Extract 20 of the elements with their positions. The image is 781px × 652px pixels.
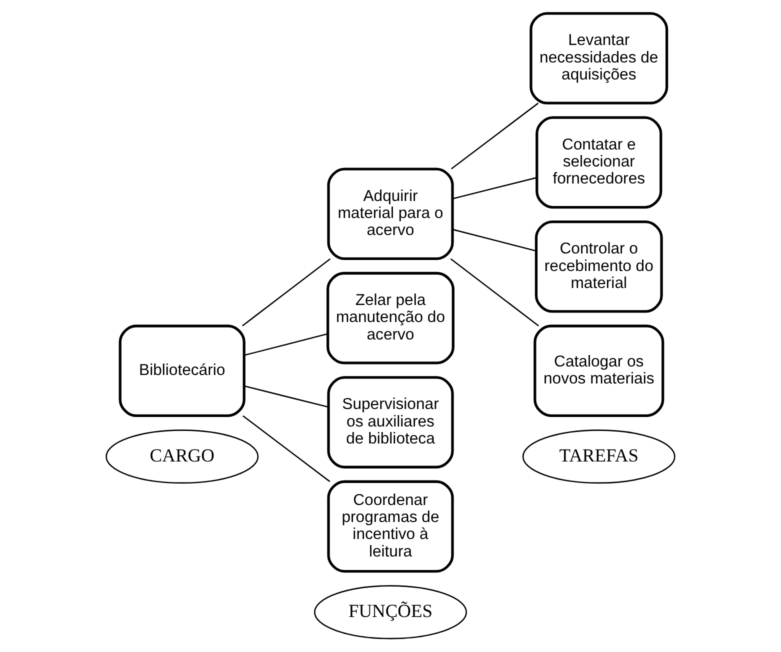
node-box: Adquirir material para o acervo [327,168,454,260]
node-ellipse: FUNÇÕES [314,585,467,640]
connector [450,258,539,326]
connector [452,228,536,252]
connector [452,177,537,200]
node-ellipse: CARGO [106,430,259,484]
connector [450,102,539,170]
connector [244,386,328,408]
node-ellipse: TAREFAS [522,430,676,484]
connector [242,415,330,482]
node-box: Bibliotecário [118,324,246,417]
node-box: Supervisionar os auxiliares de biblioteca [327,376,454,468]
node-box: Levantar necessidades de aquisições [530,12,668,104]
node-box: Controlar o recebimento do material [534,220,663,313]
node-box: Catalogar os novos materiais [534,324,664,417]
connector [244,333,328,356]
connector [242,258,331,326]
node-box: Contatar e selecionar fornecedores [536,116,662,209]
node-box: Zelar pela manutenção do acervo [326,272,454,364]
node-box: Coordenar programas de incentivo à leitura [327,480,454,573]
